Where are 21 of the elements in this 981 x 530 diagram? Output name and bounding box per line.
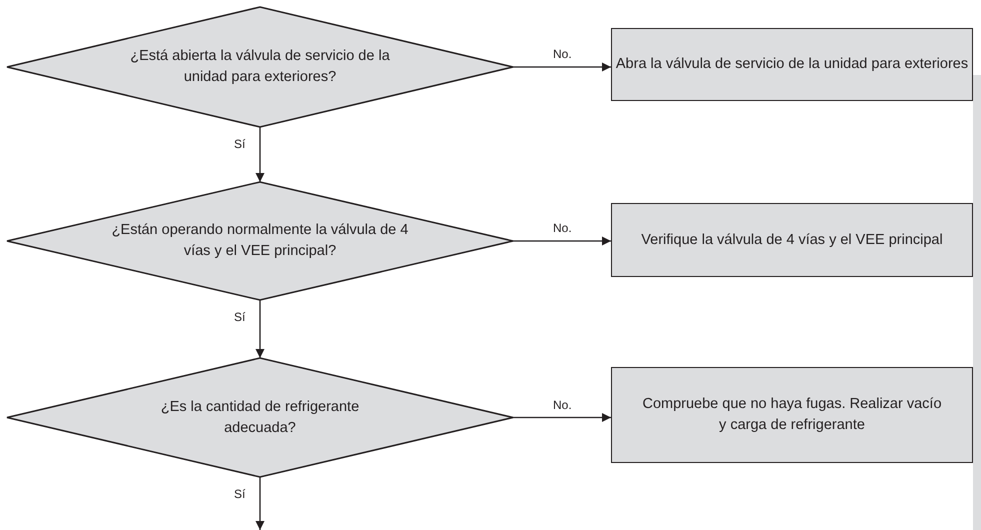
arrow: [513, 62, 611, 72]
arrow: [256, 127, 264, 182]
process-box: [611, 28, 973, 101]
edge-label: Sí: [233, 487, 246, 501]
edge-label: No.: [552, 398, 573, 412]
decision-question: ¿Están operando normalmente la válvula de 4 vías y el VEE principal?: [110, 221, 410, 261]
edge-label: No.: [552, 47, 573, 61]
process-step-text: Verifique la válvula de 4 vías y el VEE principal: [640, 230, 944, 250]
arrow: [513, 413, 611, 422]
edge-label: No.: [552, 221, 573, 235]
process-step-text: Abra la válvula de servicio de la unidad para exteriores: [614, 55, 970, 74]
process-box: [611, 203, 973, 277]
arrow: [256, 300, 264, 358]
edge-label: Sí: [233, 310, 246, 324]
decision-question: ¿Está abierta la válvula de servicio de la unidad para exteriores?: [129, 47, 391, 87]
decision-question: ¿Es la cantidad de refrigerante adecuada?: [160, 398, 360, 438]
process-box: [611, 367, 973, 463]
edge-label: Sí: [233, 137, 246, 151]
process-step-text: Compruebe que no haya fugas. Realizar vacío y carga de refrigerante: [642, 395, 942, 435]
arrow: [256, 477, 264, 530]
arrow: [513, 236, 611, 246]
